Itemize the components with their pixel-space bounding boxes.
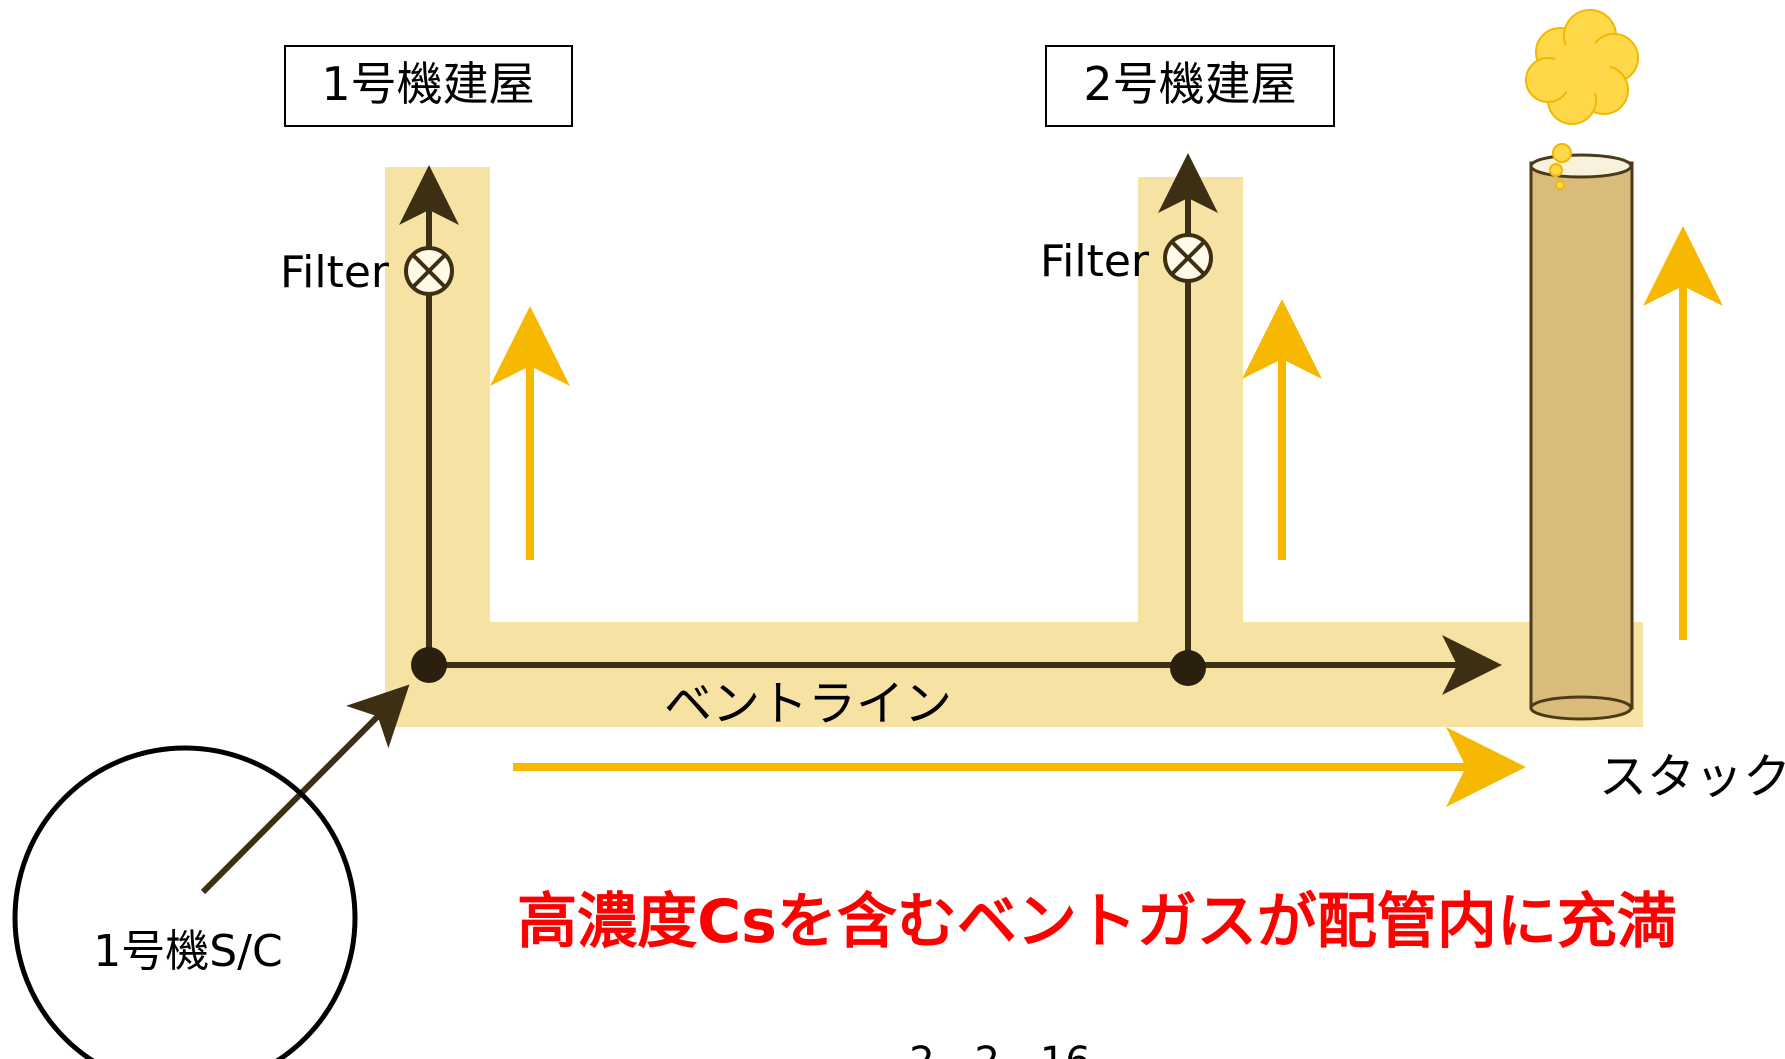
unit2-building-label: 2号機建屋 [1083, 57, 1296, 111]
stack-label: スタック [1599, 749, 1785, 805]
pipe-band-horizontal [385, 622, 1643, 727]
junction-unit1-dot-icon [411, 647, 447, 683]
junction-unit2-dot-icon [1170, 650, 1206, 686]
unit1-sc-circle: 1号機S/C [12, 745, 358, 1059]
unit1-building-label: 1号機建屋 [321, 57, 534, 111]
filter-1-circle-x-icon [404, 246, 454, 296]
page-number: 2 - 2 - 16 [909, 1039, 1091, 1059]
filter-2-label: Filter [1040, 236, 1150, 287]
filter-2-circle-x-icon [1163, 233, 1213, 283]
filter-1-label: Filter [280, 247, 390, 298]
unit1-sc-label: 1号機S/C [93, 926, 282, 977]
unit1-building-box: 1号機建屋 [284, 45, 573, 127]
vent-gas-message: 高濃度Csを含むベントガスが配管内に充満 [517, 887, 1677, 957]
stack [1529, 153, 1634, 721]
pipe-band-group [385, 167, 1643, 727]
unit2-building-box: 2号機建屋 [1045, 45, 1335, 127]
vent-line-label: ベントライン [664, 676, 952, 732]
flow-arrows [490, 226, 1723, 807]
smoke-cloud-icon [1525, 9, 1639, 190]
